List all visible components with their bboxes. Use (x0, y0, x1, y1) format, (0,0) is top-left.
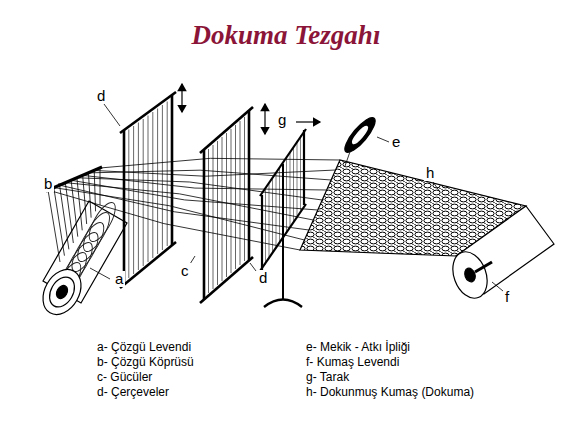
warp-thread (100, 168, 101, 205)
reed-post (261, 195, 263, 270)
diagram-title: Dokuma Tezgahı (0, 20, 572, 51)
reed-dent (265, 190, 266, 265)
frame-post (171, 95, 174, 245)
legend-text: b- Çözgü Köprüsü (97, 355, 194, 369)
reed-dent (300, 135, 301, 210)
callout-letter: d (257, 270, 269, 286)
reed-dent (293, 146, 294, 221)
warp-thread (94, 170, 95, 211)
warp-thread (48, 190, 60, 262)
heddle (162, 105, 163, 250)
heddle (217, 141, 218, 285)
warp-thread (60, 185, 309, 230)
warp-thread (54, 188, 65, 256)
reed-dent (297, 141, 298, 216)
heddle (157, 109, 158, 255)
heddle (167, 102, 168, 247)
warp-thread (77, 178, 82, 231)
reed-dent (276, 173, 277, 248)
leader-line (492, 282, 503, 291)
heddle (213, 145, 214, 289)
motion-arrow (181, 84, 182, 112)
callout-letter: c (179, 263, 191, 279)
reed-foot (264, 300, 302, 308)
legend-text: c- Gücüler (97, 370, 152, 384)
motion-arrow (264, 104, 265, 134)
callout-letter: d (95, 88, 107, 104)
heddle (231, 129, 232, 273)
warp-thread (54, 188, 305, 240)
shuttle (340, 114, 379, 157)
callout-letter: g (276, 112, 288, 128)
warp-beam-shaft (54, 283, 70, 300)
callout-letter: e (390, 134, 402, 150)
legend-text: a- Çözgü Levendi (97, 340, 191, 354)
heddle (152, 112, 153, 258)
cloth-beam (456, 206, 554, 294)
frame-post (248, 110, 251, 260)
shuttle-bobbin (351, 125, 370, 146)
leader-line (104, 104, 120, 126)
legend-text: e- Mekik - Atkı İpliği (306, 340, 410, 354)
heddle (222, 137, 223, 281)
heddle (148, 116, 149, 263)
reed-dent (290, 152, 291, 227)
callout-letter: h (424, 165, 436, 181)
heddle (133, 126, 134, 274)
heddle (235, 125, 236, 269)
reed-dent (269, 184, 270, 259)
frame-post (203, 150, 206, 300)
callout-letter: f (503, 289, 511, 305)
heddle (240, 121, 241, 265)
warp-beam-ring (44, 273, 79, 312)
frame-area (204, 110, 249, 300)
warp-thread (94, 170, 335, 176)
legend-text: h- Dokunmuş Kumaş (Dokuma) (306, 385, 474, 399)
reed-stand (282, 164, 284, 300)
leader-line (433, 182, 440, 192)
warp-beam-end (35, 263, 88, 322)
warp-thread (88, 173, 91, 218)
warp-thread (60, 185, 69, 249)
cloth-beam-end (447, 247, 493, 303)
cloth-beam-shaft (463, 267, 477, 284)
heddle (143, 119, 144, 266)
leader-line (250, 263, 256, 271)
frame-post (123, 130, 126, 285)
legend-text: f- Kumaş Levendi (306, 355, 399, 369)
leader-line (190, 256, 195, 264)
cloth-beam-axle (475, 262, 492, 272)
reed-dent (279, 168, 280, 243)
callout-letter: a (113, 271, 125, 287)
reed-post (303, 130, 305, 205)
leader-line (58, 184, 66, 185)
warp-thread (83, 175, 87, 224)
leader-line (377, 137, 389, 142)
heddle (208, 149, 209, 293)
heddle (128, 130, 129, 279)
heddle (138, 123, 139, 271)
leader-line (90, 268, 110, 279)
heddle (226, 133, 227, 277)
motion-arrow (296, 121, 320, 122)
reed-dent (272, 179, 273, 254)
callout-letter: b (42, 176, 54, 192)
warp-thread (77, 178, 322, 200)
warp-thread (71, 180, 318, 210)
legend-text: d- Çerçeveler (97, 385, 169, 399)
warp-thread (71, 180, 78, 236)
legend-text: g- Tarak (306, 370, 349, 384)
reed-dent (286, 157, 287, 232)
heddle (244, 117, 245, 261)
